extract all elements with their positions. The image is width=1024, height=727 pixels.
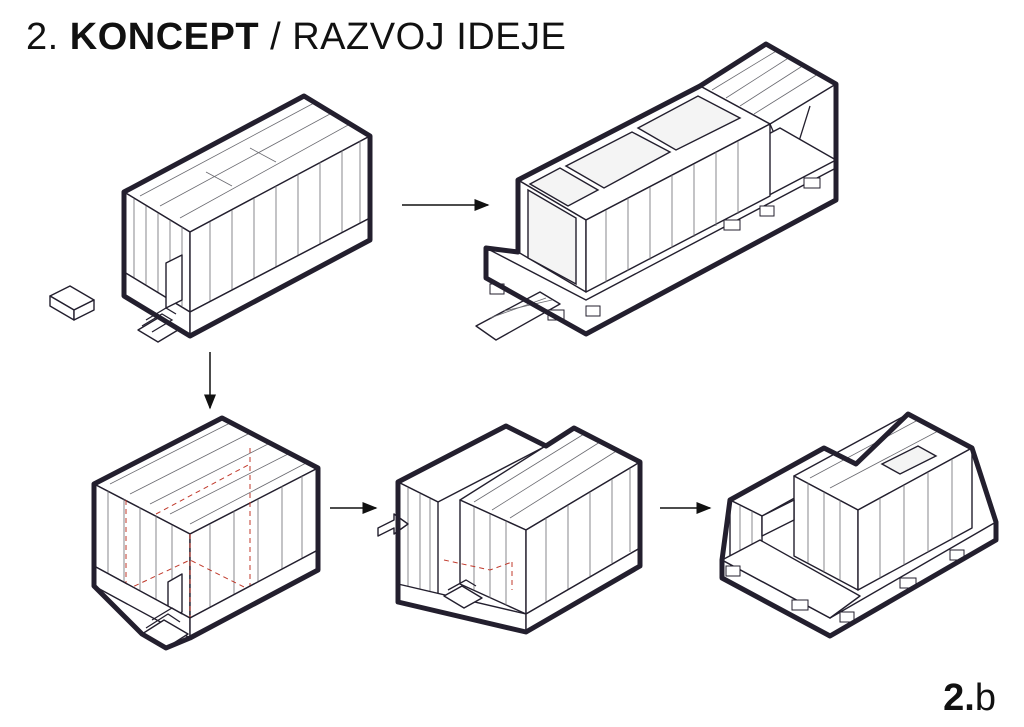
page-label-bold: 2.: [943, 677, 975, 719]
sketch-2-extended-volume: [475, 41, 839, 341]
sketch-3-compact-volume: [91, 415, 321, 651]
title-bold: KONCEPT: [69, 16, 260, 58]
sketch-1-long-volume: [49, 93, 373, 343]
sketch-5-final-composition: [719, 411, 999, 639]
bench-sketch: [49, 285, 95, 321]
title-rest: / RAZVOJ IDEJE: [270, 16, 567, 58]
page-title: 2. KONCEPT / RAZVOJ IDEJE: [26, 14, 566, 60]
title-number: 2.: [26, 16, 59, 58]
page-number-label: 2.b: [943, 675, 996, 721]
sketch-4-split-volumes: [377, 423, 643, 635]
page-label-rest: b: [974, 677, 996, 719]
